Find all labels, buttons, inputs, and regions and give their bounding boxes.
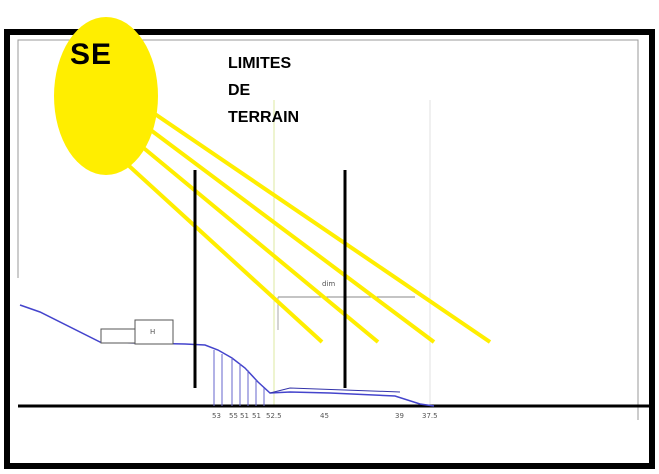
svg-text:51: 51 [252,412,261,420]
sun-ray [138,143,380,344]
svg-text:39: 39 [395,412,404,420]
sun-rays [126,110,492,344]
svg-text:45: 45 [320,412,329,420]
svg-text:H: H [150,328,155,336]
building-block [100,328,137,344]
sun-label: SE [70,38,113,71]
svg-text:dim: dim [322,280,335,288]
svg-text:53: 53 [212,412,221,420]
drawing-border [17,39,639,420]
outer-frame [4,29,655,469]
svg-text:55: 55 [229,412,238,420]
svg-text:51: 51 [240,412,249,420]
terrain-ground-line [269,387,401,394]
svg-text:37.5: 37.5 [422,412,438,420]
building-block [134,319,174,345]
sun-icon [54,17,158,175]
section-hatching [213,350,265,406]
sun-ray [146,126,436,344]
sun-ray [150,110,492,344]
limits-line-1: LIMITES [228,55,292,72]
sun-ray [126,163,324,344]
baseline-ticks: 53 55 51 51 52.5 45 39 37.5 [212,412,438,420]
svg-text:52.5: 52.5 [266,412,282,420]
terrain-limits-label: LIMITES DE TERRAIN [228,50,299,131]
limits-line-3: TERRAIN [228,109,300,126]
limits-line-2: DE [228,82,251,99]
